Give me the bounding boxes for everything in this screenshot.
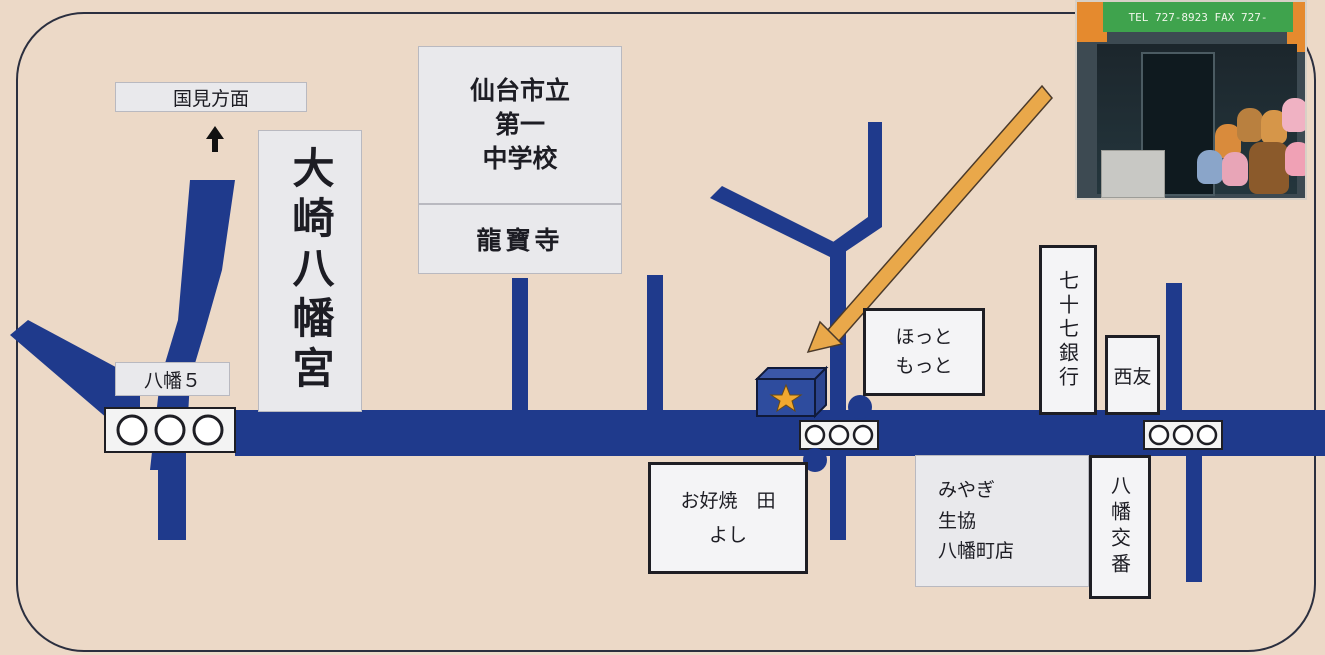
road-left-curve	[150, 180, 235, 470]
daiichi-junior-high-school: 仙台市立 第一 中学校	[418, 46, 622, 204]
destination-arrow	[806, 84, 1053, 354]
seiyu-store: 西友	[1105, 335, 1160, 415]
hotto-motto-shop: ほっと もっと	[863, 308, 985, 396]
shichijushichi-bank: 七十七銀行	[1039, 245, 1097, 415]
mascot-icon	[1282, 98, 1305, 132]
storefront-photo: TEL 727-8923 FAX 727-	[1075, 0, 1307, 200]
road-temple-spur	[512, 278, 528, 412]
traffic-light-icon	[104, 407, 236, 453]
road-right-down	[1186, 452, 1202, 582]
miyagi-coop-hachimancho-store: みやぎ 生協 八幡町店	[915, 455, 1089, 587]
road-left-down	[158, 440, 186, 540]
road-y-left	[710, 186, 838, 258]
hachiman5-intersection-label: 八幡５	[115, 362, 230, 396]
shrine-label: 大崎八幡宮	[286, 146, 335, 396]
okonomiyaki-tayoshi-shop: お好焼 田 よし	[648, 462, 808, 574]
storefront-sign: TEL 727-8923 FAX 727-	[1103, 2, 1293, 32]
road-bank-spur	[1166, 283, 1182, 413]
osaki-hachimangu-shrine: 大崎八幡宮	[258, 130, 362, 412]
road-mid-spur	[647, 275, 663, 413]
traffic-light-icon	[1143, 420, 1223, 450]
mascot-icon	[1197, 150, 1223, 184]
hachiman-koban: 八幡交番	[1089, 455, 1151, 599]
bank-label: 七十七銀行	[1055, 270, 1080, 390]
road-y-right	[826, 122, 882, 258]
road-left-diagonal	[10, 320, 140, 425]
mascot-icon	[1237, 108, 1263, 142]
mascot-icon	[1222, 152, 1248, 186]
ryuhoji-temple: 龍寶寺	[418, 204, 622, 274]
mascot-icon	[1285, 142, 1305, 176]
road-lower-mid	[830, 452, 846, 540]
north-arrow-icon	[206, 126, 224, 152]
traffic-light-icon	[799, 395, 879, 472]
tanuki-mascot-icon	[1249, 142, 1289, 194]
star-box-icon	[754, 365, 829, 419]
koban-label: 八幡交番	[1107, 475, 1132, 579]
kunimi-direction-label: 国見方面	[115, 82, 307, 112]
